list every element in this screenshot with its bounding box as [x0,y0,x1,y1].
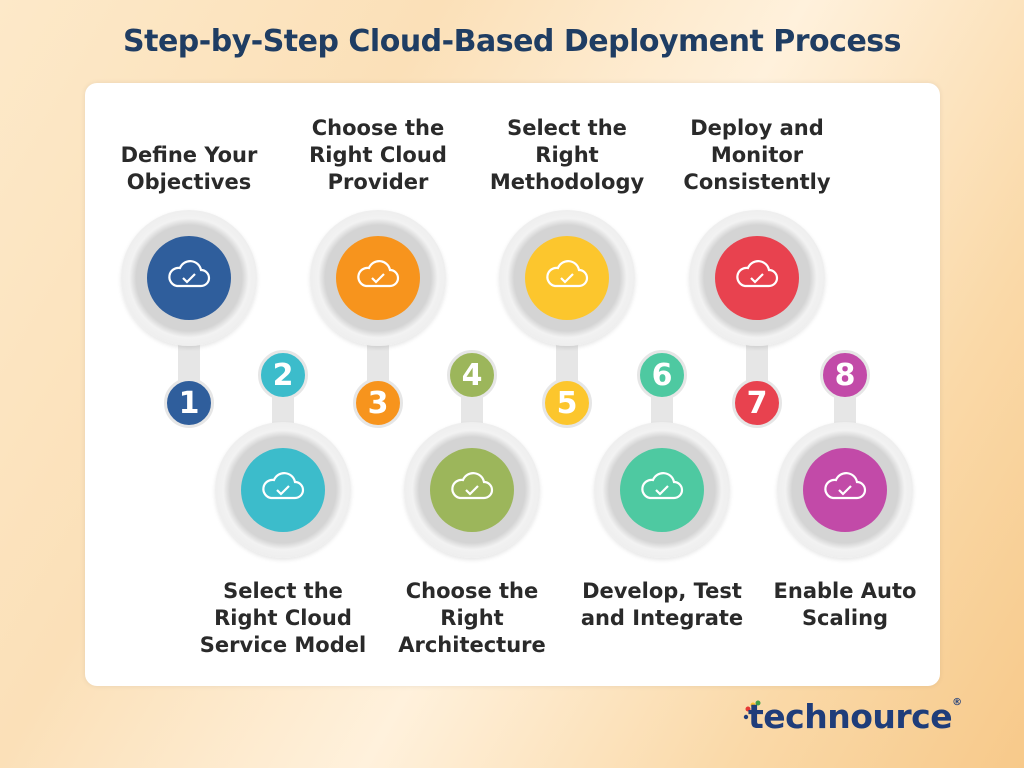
step-number-badge: 3 [353,378,403,428]
step-3-circle [310,210,446,346]
step-2-circle [215,422,351,558]
cloud-network-check-icon [336,236,420,320]
cloud-scaling-arrows-icon [803,448,887,532]
process-card [85,83,940,686]
step-1-circle [121,210,257,346]
step-number-badge: 1 [164,378,214,428]
logo-dots-icon [743,700,761,720]
step-number-badge: 8 [820,350,870,400]
step-label: Deploy and Monitor Consistently [683,116,831,194]
registered-mark: ® [952,697,962,708]
cloud-check-circle-icon [241,448,325,532]
page-title: Step-by-Step Cloud-Based Deployment Proc… [123,24,902,59]
cloud-gear-icon [620,448,704,532]
step-number-badge: 6 [637,350,687,400]
step-7-circle [689,210,825,346]
step-number-badge: 4 [447,350,497,400]
step-4-circle [404,422,540,558]
cloud-lightbulb-check-icon [147,236,231,320]
technource-logo: technource® [748,697,962,736]
step-number-badge: 2 [258,350,308,400]
logo-text: technource [748,697,953,736]
step-5-circle [499,210,635,346]
step-label: Select the Right Methodology [489,116,645,194]
step-number-badge: 5 [542,378,592,428]
step-6-circle [594,422,730,558]
step-label: Choose the Right Cloud Provider [309,116,447,194]
step-number-badge: 7 [732,378,782,428]
step-label: Enable Auto Scaling [773,579,917,630]
cloud-server-icon [430,448,514,532]
step-label: Choose the Right Architecture [398,579,546,657]
cloud-cart-icon [525,236,609,320]
step-label: Define Your Objectives [120,143,258,194]
step-label: Develop, Test and Integrate [580,579,744,630]
monitor-cloud-sync-icon [715,236,799,320]
step-label: Select the Right Cloud Service Model [199,579,367,657]
step-8-circle [777,422,913,558]
